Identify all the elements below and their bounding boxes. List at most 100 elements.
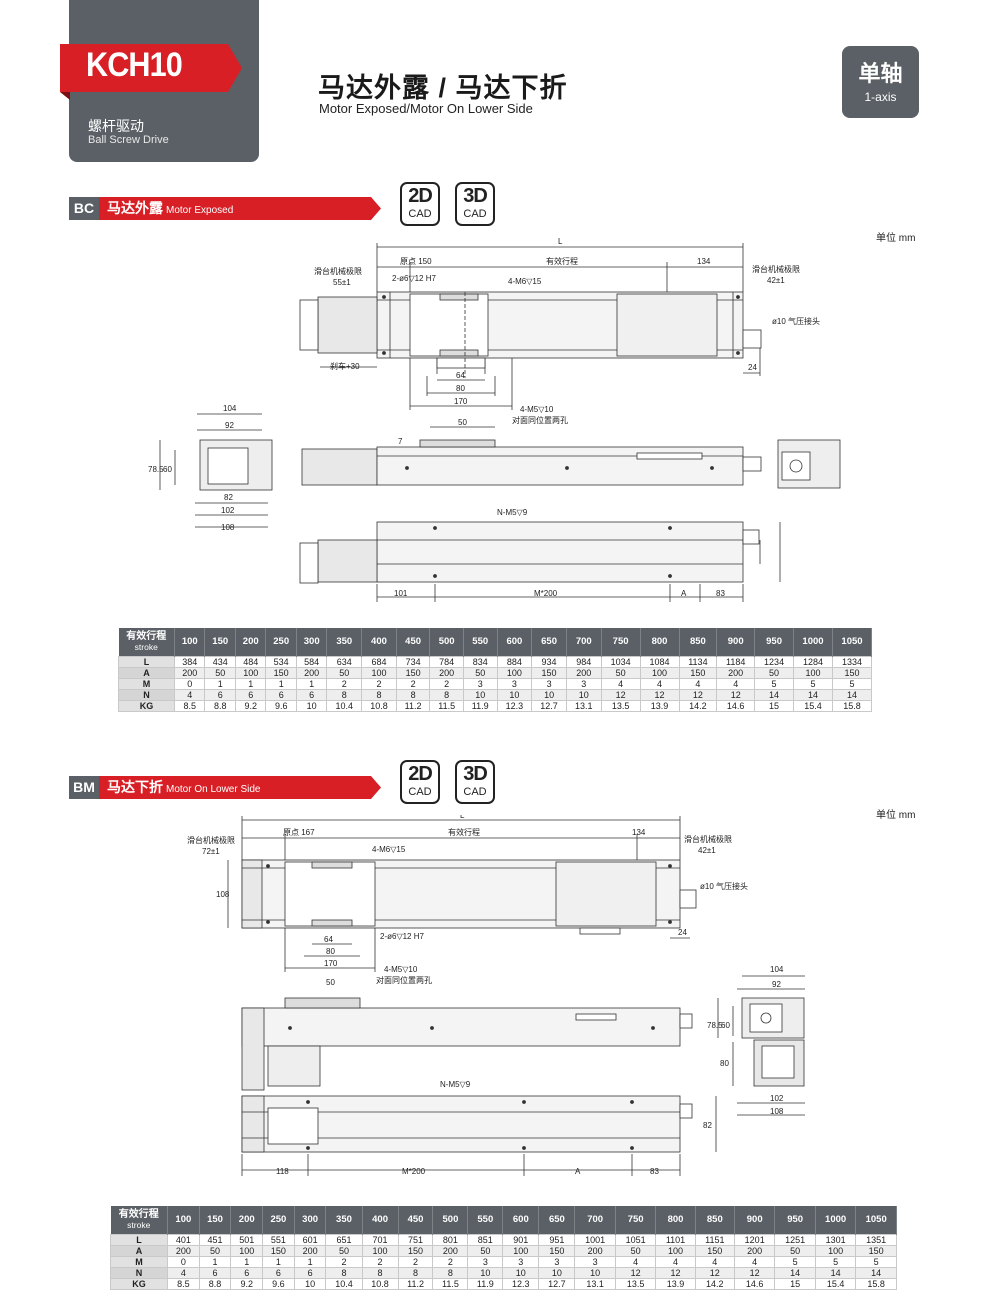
table-cell: 15 <box>774 1277 816 1290</box>
table-cell: 8.5 <box>173 699 206 712</box>
table-cell: 8.5 <box>167 1277 200 1290</box>
bc-dim-78-5: 78.5 <box>148 465 164 474</box>
table-cell: 651 <box>325 1233 363 1246</box>
table-cell: 13.9 <box>639 699 680 712</box>
bm-dim-108-b: 108 <box>770 1107 784 1116</box>
table-cell: 11.5 <box>429 699 464 712</box>
table-cell: 3 <box>462 677 498 690</box>
bc-dim-50: 50 <box>458 418 467 427</box>
table-cell: 10 <box>531 688 567 701</box>
bm-dim-80-v: 80 <box>720 1059 729 1068</box>
table-cell: 584 <box>295 655 328 668</box>
table-cell: 50 <box>462 666 498 679</box>
table-cell: 200 <box>167 1244 200 1257</box>
table-cell: 11.2 <box>395 699 431 712</box>
table-cell: 10 <box>565 688 602 701</box>
table-cell: 1234 <box>754 655 795 668</box>
cad-3d-button[interactable]: 3D CAD <box>455 760 495 804</box>
table-cell: 14.6 <box>733 1277 776 1290</box>
table-cell: 4 <box>733 1255 776 1268</box>
table-cell: 50 <box>198 1244 232 1257</box>
cad-3d-label: 3D <box>463 763 488 785</box>
bm-dim-92: 92 <box>772 980 781 989</box>
stroke-col: 300 <box>294 1206 327 1234</box>
bm-dim-stroke: 有效行程 <box>448 827 480 837</box>
table-cell: 851 <box>467 1233 504 1246</box>
table-cell: 1184 <box>716 655 756 668</box>
bm-holes-h7: 2-ø6▽12 H7 <box>380 932 425 941</box>
table-cell: 8 <box>429 688 464 701</box>
table-header-stroke-en: stroke <box>127 1219 151 1230</box>
stroke-col: 750 <box>601 628 641 656</box>
bm-dim-64: 64 <box>324 935 333 944</box>
table-cell: 6 <box>262 1266 295 1279</box>
table-cell: 5 <box>754 677 795 690</box>
table-cell: 50 <box>326 666 363 679</box>
table-cell: 3 <box>496 677 533 690</box>
table-cell: 2 <box>397 1255 434 1268</box>
table-cell: 12.7 <box>531 699 567 712</box>
bm-dim-A: A <box>575 1167 581 1176</box>
drive-type-en: Ball Screw Drive <box>88 134 169 146</box>
table-cell: 8 <box>325 1266 363 1279</box>
bc-m5-note: 对面同位置两孔 <box>512 415 568 425</box>
bm-nm5-holes: N-M5▽9 <box>440 1080 471 1089</box>
bc-dim-108: 108 <box>221 523 235 532</box>
bc-dim-m200: M*200 <box>534 589 558 598</box>
table-cell: 951 <box>538 1233 576 1246</box>
stroke-col: 700 <box>574 1206 616 1234</box>
table-cell: 3 <box>565 677 602 690</box>
table-cell: 50 <box>325 1244 363 1257</box>
table-cell: 100 <box>361 666 397 679</box>
table-cell: 12.3 <box>502 1277 540 1290</box>
table-cell: 12 <box>694 1266 735 1279</box>
table-cell: 1 <box>198 1255 232 1268</box>
table-cell: 10.8 <box>361 1277 399 1290</box>
table-cell: 0 <box>173 677 206 690</box>
stroke-col: 350 <box>326 628 363 656</box>
table-cell: 200 <box>429 666 464 679</box>
row-label: KG <box>118 699 175 712</box>
table-cell: 2 <box>325 1255 363 1268</box>
bc-brake: 刹车+30 <box>330 361 360 371</box>
bm-dim-134: 134 <box>632 828 646 837</box>
table-cell: 9.6 <box>265 699 297 712</box>
row-label: M <box>118 677 175 690</box>
stroke-col: 650 <box>538 1206 576 1234</box>
model-banner-fold <box>60 92 70 100</box>
bm-dim-118: 118 <box>276 1167 289 1176</box>
cad-2d-label: 2D <box>408 185 433 207</box>
table-cell: 634 <box>326 655 363 668</box>
table-cell: 534 <box>265 655 297 668</box>
table-cell: 13.1 <box>574 1277 616 1290</box>
bc-dim-104: 104 <box>223 404 237 413</box>
table-cell: 50 <box>614 1244 657 1257</box>
table-cell: 9.2 <box>234 699 267 712</box>
table-cell: 4 <box>173 688 206 701</box>
table-cell: 100 <box>234 666 267 679</box>
drawing-bc: L 原点 150 有效行程 134 滑台机械极限 55±1 滑台机械极限 42±… <box>0 238 1000 608</box>
bm-dim-L: L <box>460 815 465 820</box>
cad-2d-button[interactable]: 2D CAD <box>400 182 440 226</box>
bm-dim-78-5: 78.5 <box>707 1021 723 1030</box>
table-cell: 200 <box>733 1244 776 1257</box>
table-cell: 2 <box>361 1255 399 1268</box>
stroke-col: 550 <box>463 628 498 656</box>
table-cell: 1284 <box>793 655 833 668</box>
bm-holes-m6: 4-M6▽15 <box>372 845 406 854</box>
stroke-col: 1050 <box>832 628 873 656</box>
bm-dim-m200: M*200 <box>402 1167 426 1176</box>
section-title-en: Motor On Lower Side <box>166 784 261 795</box>
table-cell: 551 <box>262 1233 295 1246</box>
cad-2d-button[interactable]: 2D CAD <box>400 760 440 804</box>
stroke-col: 950 <box>754 628 795 656</box>
stroke-col: 450 <box>398 1206 434 1234</box>
table-cell: 4 <box>716 677 756 690</box>
table-cell: 1 <box>204 677 236 690</box>
table-cell: 1034 <box>600 655 641 668</box>
cad-3d-button[interactable]: 3D CAD <box>455 182 495 226</box>
